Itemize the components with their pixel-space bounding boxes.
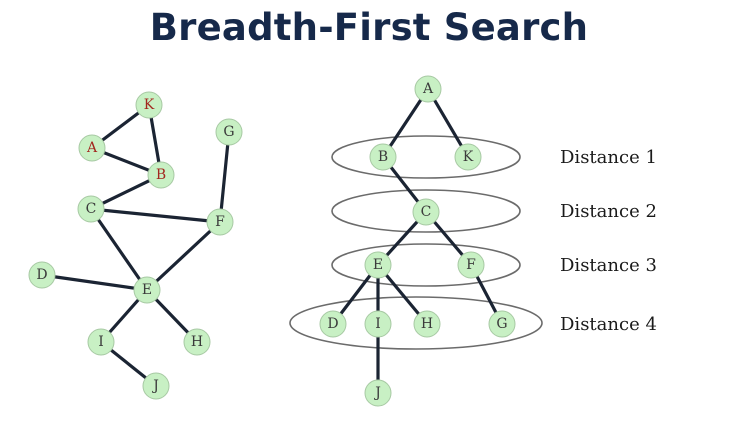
left-node-G: G (215, 118, 243, 146)
svg-text:I: I (375, 316, 381, 332)
svg-text:A: A (86, 140, 98, 156)
svg-text:H: H (191, 334, 203, 350)
left-node-K: K (135, 91, 163, 119)
svg-text:D: D (36, 267, 47, 283)
distance-labels: Distance 1 Distance 2 Distance 3 Distanc… (560, 147, 657, 335)
left-node-B: B (147, 161, 175, 189)
svg-text:C: C (86, 201, 97, 217)
svg-text:C: C (421, 204, 432, 220)
svg-text:I: I (98, 334, 104, 350)
svg-text:F: F (466, 257, 476, 273)
tree-node-K: K (454, 143, 482, 171)
tree-node-D: D (319, 310, 347, 338)
svg-text:H: H (421, 316, 433, 332)
edge-G-F (218, 130, 231, 224)
distance-4-ring (289, 296, 543, 350)
left-node-H: H (183, 328, 211, 356)
svg-text:J: J (373, 385, 381, 401)
diagram-title: Breadth-First Search (149, 6, 589, 49)
left-node-E: E (133, 276, 161, 304)
distance-1-ring (331, 135, 521, 179)
svg-text:E: E (373, 257, 383, 273)
svg-text:A: A (422, 81, 434, 97)
edge-C-E (89, 207, 149, 292)
left-node-A: A (78, 134, 106, 162)
left-node-F: F (206, 208, 234, 236)
edge-D-E (40, 273, 149, 292)
tree-node-B: B (369, 143, 397, 171)
svg-text:K: K (144, 97, 155, 113)
tree-node-C: C (412, 198, 440, 226)
distance-3-ring (331, 243, 521, 287)
tree-edge-A-B (381, 87, 430, 159)
distance-4-label: Distance 4 (560, 314, 657, 335)
svg-text:G: G (223, 124, 234, 140)
svg-text:B: B (156, 167, 166, 183)
svg-text:K: K (463, 149, 474, 165)
left-node-J: J (142, 372, 170, 400)
left-node-D: D (28, 261, 56, 289)
edge-C-F (89, 207, 222, 224)
left-graph: K A B G C F D E I H J (28, 91, 243, 400)
tree-node-F: F (457, 251, 485, 279)
left-node-C: C (77, 195, 105, 223)
bfs-tree: A B K C E F D I H G J (289, 75, 543, 407)
tree-node-G: G (488, 310, 516, 338)
tree-node-A: A (414, 75, 442, 103)
distance-1-label: Distance 1 (560, 147, 657, 168)
tree-node-E: E (364, 251, 392, 279)
left-node-I: I (87, 328, 115, 356)
distance-2-label: Distance 2 (560, 201, 657, 222)
svg-text:J: J (151, 378, 159, 394)
tree-node-I: I (364, 310, 392, 338)
svg-text:E: E (142, 282, 152, 298)
distance-2-ring (331, 189, 521, 233)
svg-text:B: B (378, 149, 388, 165)
distance-3-label: Distance 3 (560, 255, 657, 276)
tree-node-H: H (413, 310, 441, 338)
svg-text:F: F (215, 214, 225, 230)
svg-text:G: G (496, 316, 507, 332)
svg-text:D: D (327, 316, 338, 332)
edge-F-E (145, 220, 222, 292)
tree-node-J: J (364, 379, 392, 407)
